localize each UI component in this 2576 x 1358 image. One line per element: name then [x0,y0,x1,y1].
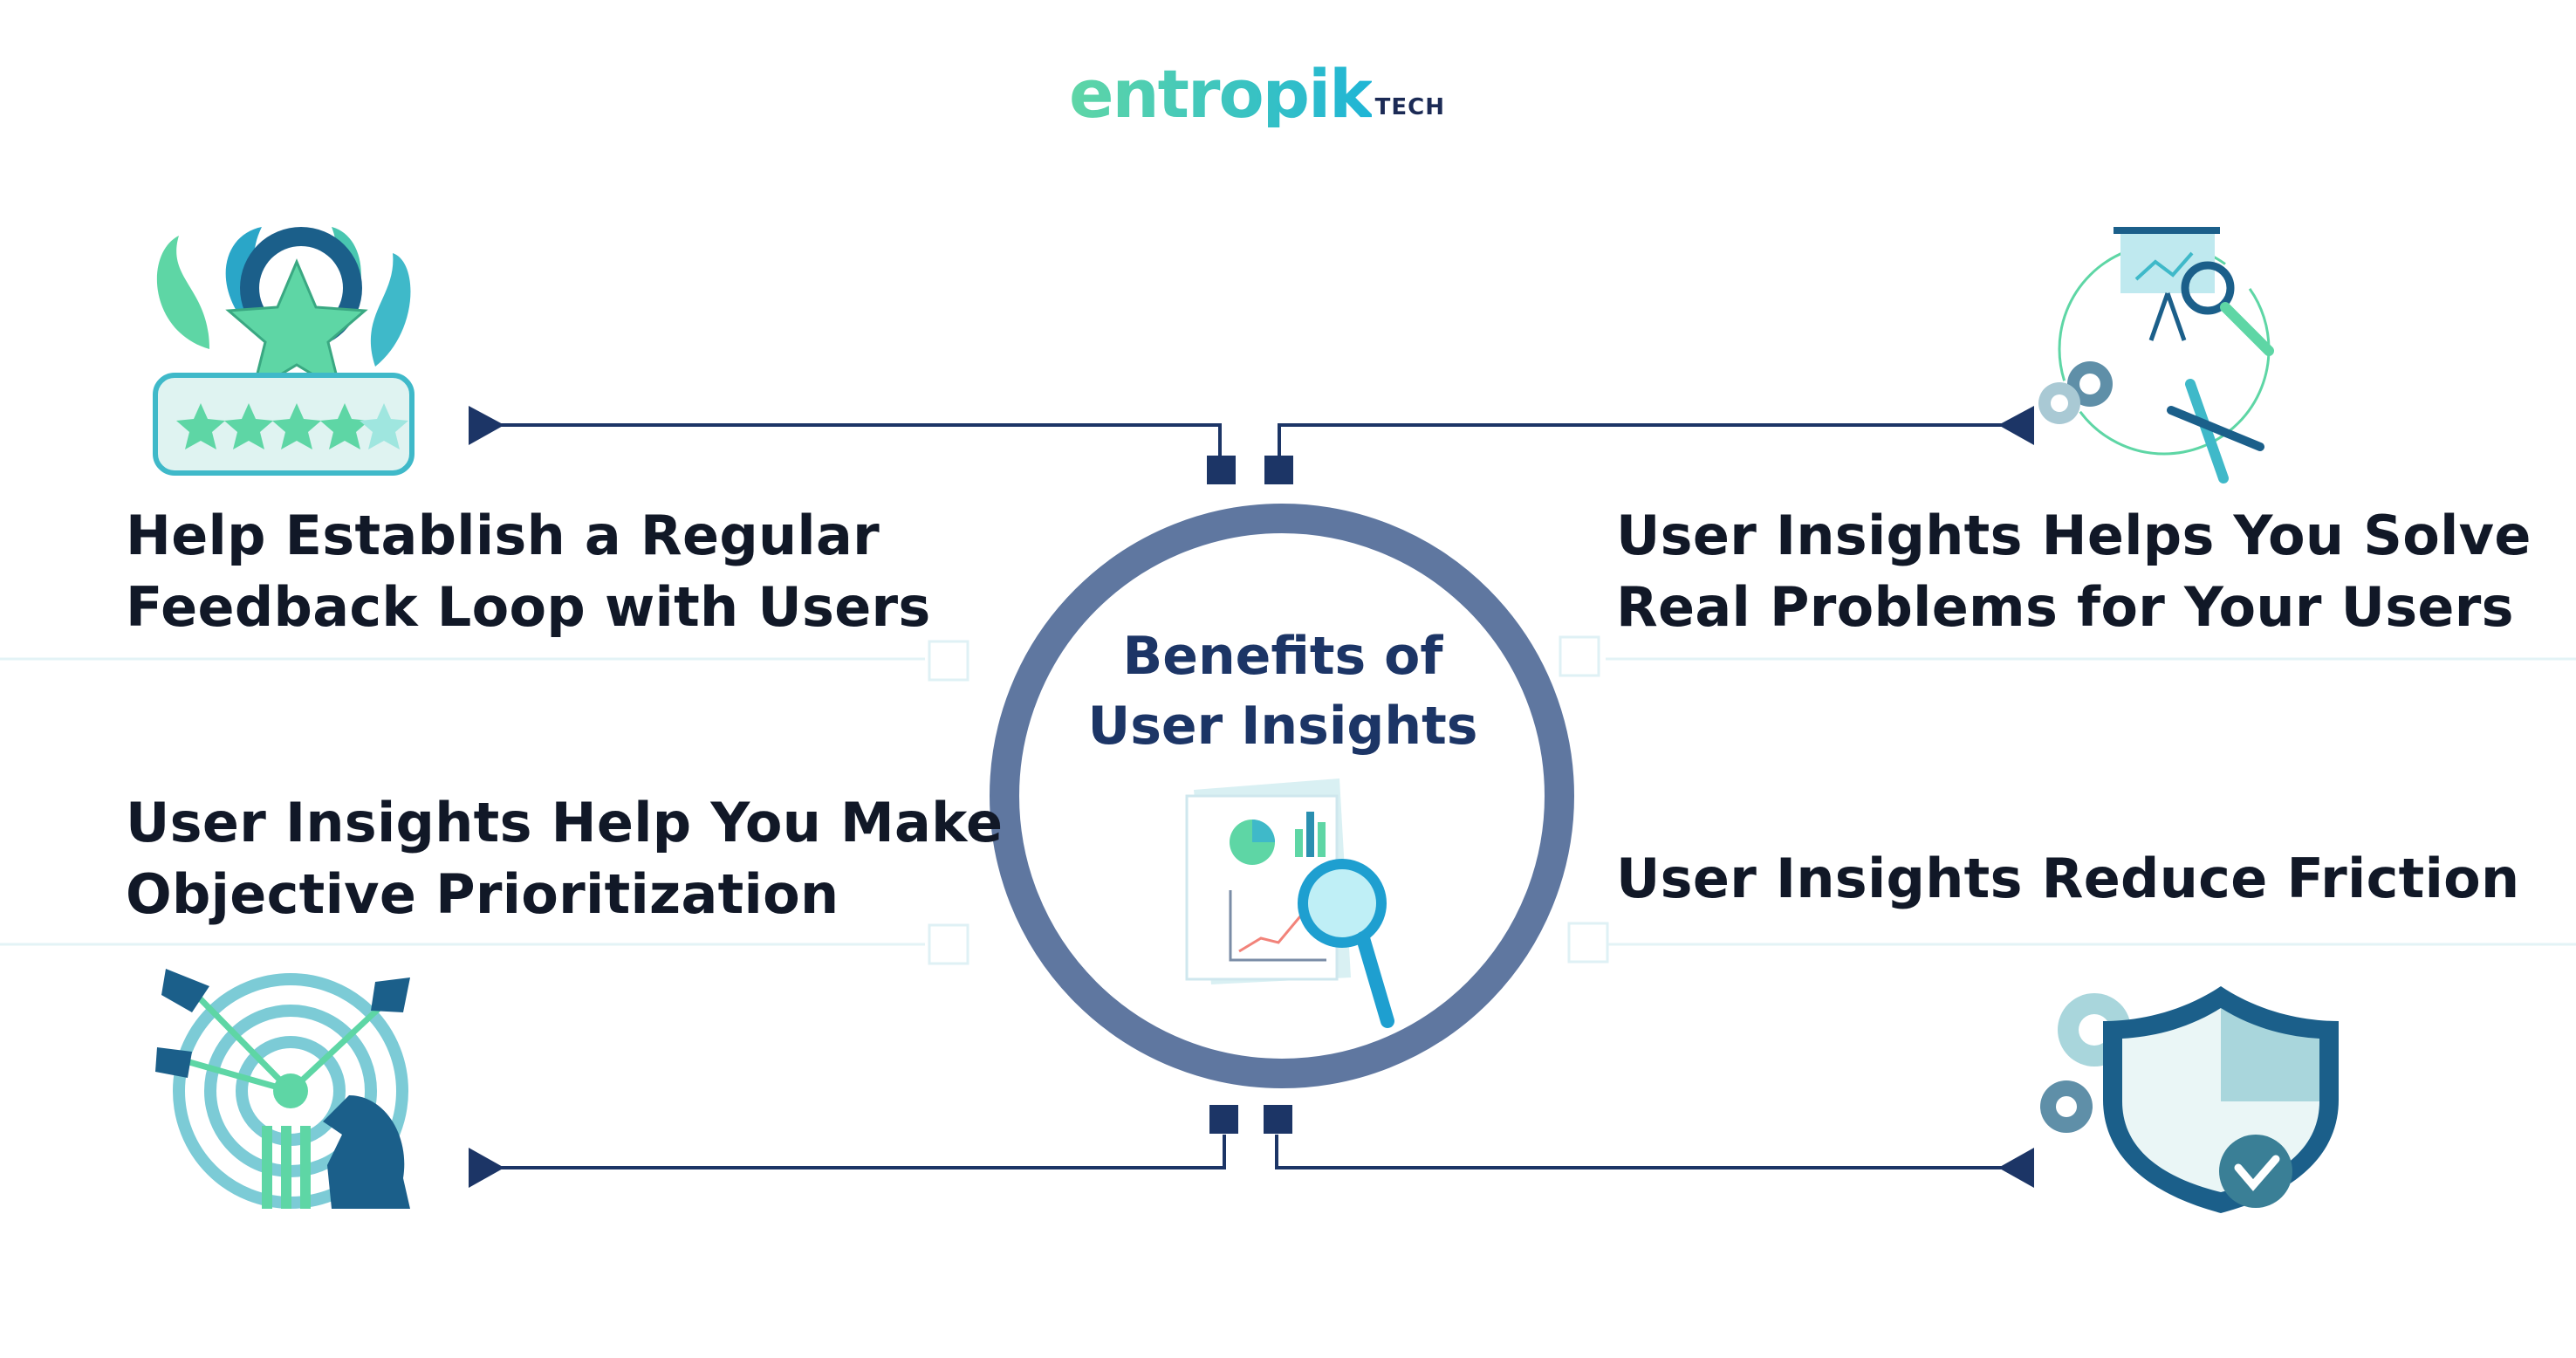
center-title: Benefits of User Insights [1012,621,1553,761]
benefit-solve-problems-line1: User Insights Helps You Solve [1616,504,2531,567]
benefit-feedback-loop: Help Establish a Regular Feedback Loop w… [126,500,931,643]
benefit-reduce-friction-line1: User Insights Reduce Friction [1616,847,2520,910]
entropik-logo: entropik TECH [1069,31,1445,127]
benefit-prioritization: User Insights Help You Make Objective Pr… [126,787,1003,930]
logo-wordmark: entropik [1069,55,1374,133]
target-chess-icon [155,969,410,1209]
analysis-tools-icon [2038,227,2274,484]
benefit-prioritization-line2: Objective Prioritization [126,862,839,926]
benefit-solve-problems: User Insights Helps You Solve Real Probl… [1616,500,2531,643]
background-lines [0,657,2576,946]
connector-arrows [469,406,2034,1188]
connector-lines [489,423,2007,1169]
benefit-prioritization-line1: User Insights Help You Make [126,791,1004,854]
center-title-line1: Benefits of [1122,626,1443,687]
benefit-feedback-loop-line1: Help Establish a Regular [126,504,880,567]
report-magnifier-icon [1185,778,1394,1028]
benefit-reduce-friction: User Insights Reduce Friction [1616,843,2519,915]
connector-nodes [1207,456,1293,1134]
shield-check-icon [2040,986,2339,1213]
background-squares [928,635,1609,965]
benefit-solve-problems-line2: Real Problems for Your Users [1616,575,2514,639]
star-rating-icon [153,227,414,476]
logo-subtext: TECH [1374,94,1446,120]
center-title-line2: User Insights [1087,696,1478,757]
benefit-feedback-loop-line2: Feedback Loop with Users [126,575,931,639]
